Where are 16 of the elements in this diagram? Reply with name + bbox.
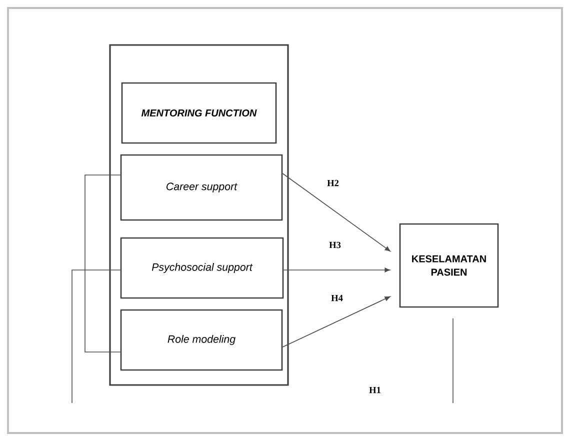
hypothesis-label: H1 [369,386,380,394]
construct-box: Psychosocial support [120,237,284,299]
connector-line [72,270,121,404]
connector-line [84,174,121,352]
construct-box: Role modeling [120,309,283,371]
heading-box: MENTORING FUNCTION [121,82,277,144]
arrow [282,173,390,252]
arrow [283,268,390,272]
edge-label: H2 [326,178,340,188]
group-frame [109,44,289,386]
outcome-box: KESELAMATAN PASIEN [399,223,499,308]
connector-line [452,318,454,404]
edge-label: H3 [328,240,342,250]
construct-box: Career support [120,154,283,221]
arrow [282,296,390,348]
edge-label: H4 [330,294,344,302]
